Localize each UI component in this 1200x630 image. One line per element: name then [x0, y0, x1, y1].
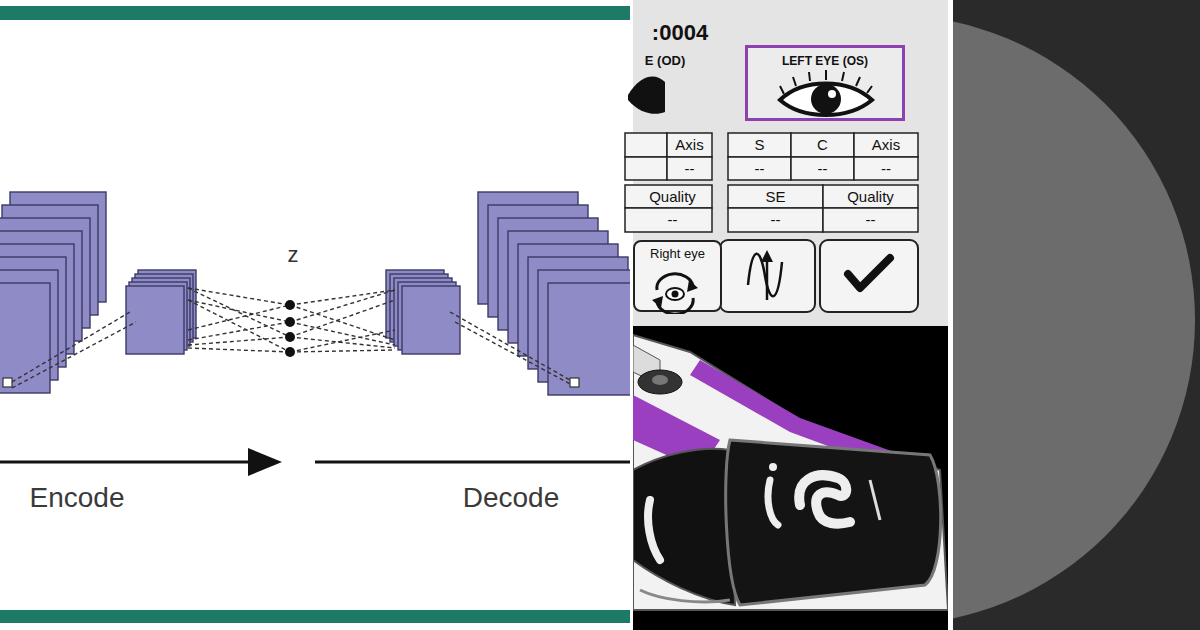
- device-ground: [633, 326, 948, 630]
- divider: [948, 0, 953, 630]
- value-table: [625, 133, 918, 232]
- text-label: S: [728, 135, 791, 155]
- text-label: SE: [728, 187, 823, 207]
- wave-icon: [748, 250, 782, 300]
- eye-button: Right eye: [633, 240, 722, 312]
- node-text: Right eye: [635, 242, 720, 261]
- text-label: --: [667, 159, 712, 179]
- text-label: Encode: [2, 478, 152, 518]
- encode-arrow: [0, 461, 250, 464]
- text-label: Quality: [823, 187, 918, 207]
- feature-map: [0, 283, 50, 393]
- text-label: --: [633, 210, 712, 230]
- arrow-head: [248, 448, 282, 476]
- panel-ground: [0, 0, 630, 630]
- feature-map: [126, 286, 184, 354]
- kernel-square: [570, 378, 579, 387]
- layer-stacks: [0, 192, 630, 395]
- text-label: --: [791, 159, 854, 179]
- feature-map: [402, 286, 460, 354]
- dashed-links: [12, 288, 574, 388]
- check-icon: [848, 258, 890, 288]
- text-label: Quality: [633, 187, 712, 207]
- text-label: Axis: [667, 135, 712, 155]
- text-label: --: [728, 210, 823, 230]
- text-label: --: [823, 210, 918, 230]
- text-label: Decode: [436, 478, 586, 518]
- autorefractor-device: [633, 335, 948, 610]
- grey-disc: [953, 15, 1195, 625]
- node-text: LEFT EYE (OS): [748, 48, 902, 68]
- buttons: [720, 240, 918, 312]
- kernel-square: [3, 378, 12, 387]
- text-label: :0004: [635, 18, 725, 48]
- latent-dots: [285, 300, 295, 357]
- text-label: Axis: [854, 135, 918, 155]
- screen-ground: [633, 0, 948, 326]
- text-label: C: [791, 135, 854, 155]
- text-label: E (OD): [635, 52, 695, 70]
- text-label: --: [728, 159, 791, 179]
- bottom-bar: [0, 610, 630, 623]
- text-label: z: [276, 240, 310, 270]
- decode-line: [315, 461, 630, 464]
- text-label: --: [854, 159, 918, 179]
- top-bar: [0, 6, 630, 20]
- right-eye-icon: [628, 76, 665, 113]
- eye-select-box: LEFT EYE (OS): [745, 45, 905, 121]
